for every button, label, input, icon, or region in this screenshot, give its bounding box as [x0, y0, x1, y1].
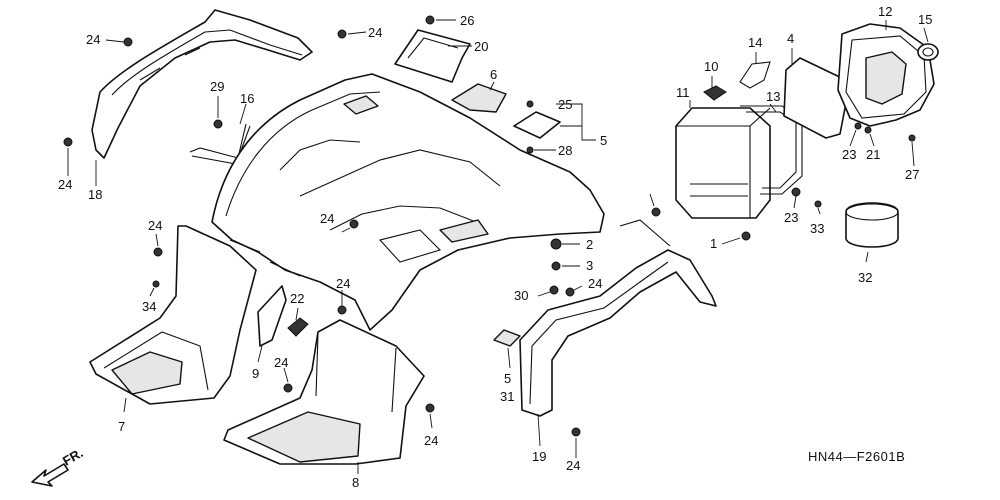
callout-label: 13	[766, 89, 780, 104]
callout-label: 24	[424, 433, 438, 448]
callout-label: 1	[710, 236, 717, 251]
callout-labels: 24 24 26 24 20 29 16 6 25 5 28 10 14 4 1…	[58, 4, 932, 490]
callout-label: 3	[586, 258, 593, 273]
callout-label: 9	[252, 366, 259, 381]
callout-label: 15	[918, 12, 932, 27]
callout-label: 19	[532, 449, 546, 464]
callout-label: 29	[210, 79, 224, 94]
callout-label: 26	[460, 13, 474, 28]
small-block	[493, 329, 521, 347]
callout-label: 24	[86, 32, 100, 47]
diagram-code: HN44—F2601B	[808, 449, 905, 464]
callout-label: 23	[784, 210, 798, 225]
cover-plate	[783, 57, 851, 139]
ring-band	[845, 202, 899, 248]
tray-part	[394, 29, 471, 83]
left-step-board	[89, 225, 257, 405]
small-bracket	[257, 285, 287, 347]
callout-label: 23	[842, 147, 856, 162]
callout-label: 24	[274, 355, 288, 370]
callout-label: 25	[558, 97, 572, 112]
box-lid	[837, 23, 935, 127]
pad-part	[451, 83, 507, 113]
callout-label: 20	[474, 39, 488, 54]
plate-part	[513, 111, 561, 139]
callout-label: 24	[566, 458, 580, 473]
o-ring	[917, 43, 939, 61]
gasket-part	[740, 105, 803, 195]
left-fender-flap	[91, 9, 313, 159]
center-step-board	[223, 319, 425, 465]
callout-label: 31	[500, 389, 514, 404]
callout-label: 21	[866, 147, 880, 162]
callout-label: 24	[320, 211, 334, 226]
rear-fender-body	[211, 73, 605, 331]
front-direction-arrow: FR.	[31, 445, 86, 487]
callout-label: 32	[858, 270, 872, 285]
callout-label: 18	[88, 187, 102, 202]
callout-label: 12	[878, 4, 892, 19]
callout-label: 24	[336, 276, 350, 291]
callout-label: 11	[676, 85, 690, 100]
callout-label: 5	[600, 133, 607, 148]
battery-case	[675, 107, 771, 219]
callout-label: 6	[490, 67, 497, 82]
callout-label: 4	[787, 31, 794, 46]
callout-label: 24	[148, 218, 162, 233]
callout-label: 10	[704, 59, 718, 74]
leader-lines	[67, 19, 929, 474]
callout-label: 24	[588, 276, 602, 291]
grommet	[287, 317, 309, 337]
callout-label: 5	[504, 371, 511, 386]
callout-label: 8	[352, 475, 359, 490]
callout-label: 16	[240, 91, 254, 106]
callout-label: 2	[586, 237, 593, 252]
callout-label: 7	[118, 419, 125, 434]
callout-label: 27	[905, 167, 919, 182]
callout-label: 33	[810, 221, 824, 236]
callout-label: 14	[748, 35, 762, 50]
callout-label: 28	[558, 143, 572, 158]
callout-label: 24	[58, 177, 72, 192]
callout-label: 30	[514, 288, 528, 303]
callout-label: 34	[142, 299, 156, 314]
callout-label: 24	[368, 25, 382, 40]
right-fender-flap	[519, 219, 717, 417]
fasteners	[63, 15, 916, 437]
callout-label: 22	[290, 291, 304, 306]
